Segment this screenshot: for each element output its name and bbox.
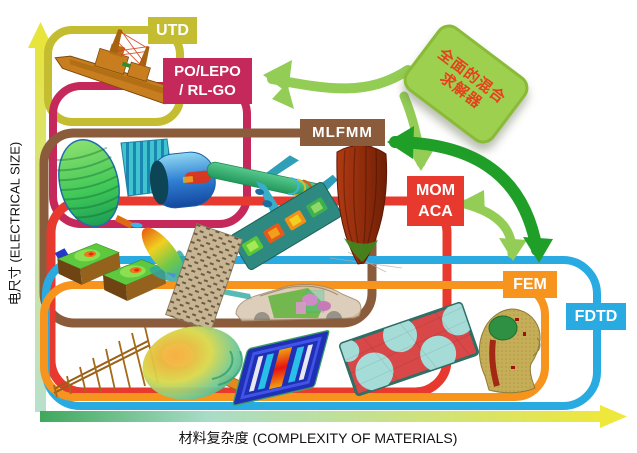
fem-label-text: FEM bbox=[513, 275, 547, 293]
po-label-line1: PO/LEPO bbox=[174, 63, 241, 80]
mom-label-line2: ACA bbox=[418, 203, 453, 220]
ship-sail-hull-model-image bbox=[329, 145, 403, 273]
utd-label-text: UTD bbox=[156, 21, 189, 39]
mlfmm-solver-label: MLFMM bbox=[300, 119, 385, 146]
fem-solver-label: FEM bbox=[503, 271, 557, 298]
conformal-patch-array-model-image bbox=[230, 182, 342, 270]
utd-solver-label: UTD bbox=[148, 17, 197, 44]
mlfmm-label-text: MLFMM bbox=[312, 124, 373, 141]
mom-label-line1: MOM bbox=[415, 182, 456, 199]
fdtd-label-text: FDTD bbox=[574, 307, 618, 325]
hybrid-arrows-light-green bbox=[263, 60, 527, 261]
naval-ship-model-image bbox=[54, 28, 184, 105]
y-axis-label: 电尺寸 (ELECTRICAL SIZE) bbox=[7, 141, 23, 306]
human-head-phantom-model-image bbox=[478, 308, 541, 394]
mom-aca-solver-label: MOM ACA bbox=[407, 176, 464, 226]
po-lepo-solver-label: PO/LEPO / RL-GO bbox=[163, 58, 252, 104]
fdtd-solver-label: FDTD bbox=[566, 303, 626, 330]
log-periodic-antenna-model-image bbox=[53, 326, 159, 398]
po-label-line2: / RL-GO bbox=[179, 82, 236, 99]
reflector-antenna-model-image bbox=[56, 138, 143, 229]
x-axis-label: 材料复杂度 (COMPLEXITY OF MATERIALS) bbox=[178, 430, 458, 446]
hybrid-arrows-dark-green bbox=[387, 126, 553, 263]
car-with-internal-electronics-model-image bbox=[235, 283, 362, 322]
microstrip-filter-model-image bbox=[232, 329, 330, 407]
perforated-panel-model-image bbox=[165, 223, 243, 331]
waveguide-structure-model-image bbox=[54, 243, 175, 302]
x-axis-arrow bbox=[40, 405, 627, 428]
horn-antenna-radiation-model-image bbox=[142, 326, 255, 400]
dielectric-mesh-plate-model-image bbox=[339, 301, 479, 397]
